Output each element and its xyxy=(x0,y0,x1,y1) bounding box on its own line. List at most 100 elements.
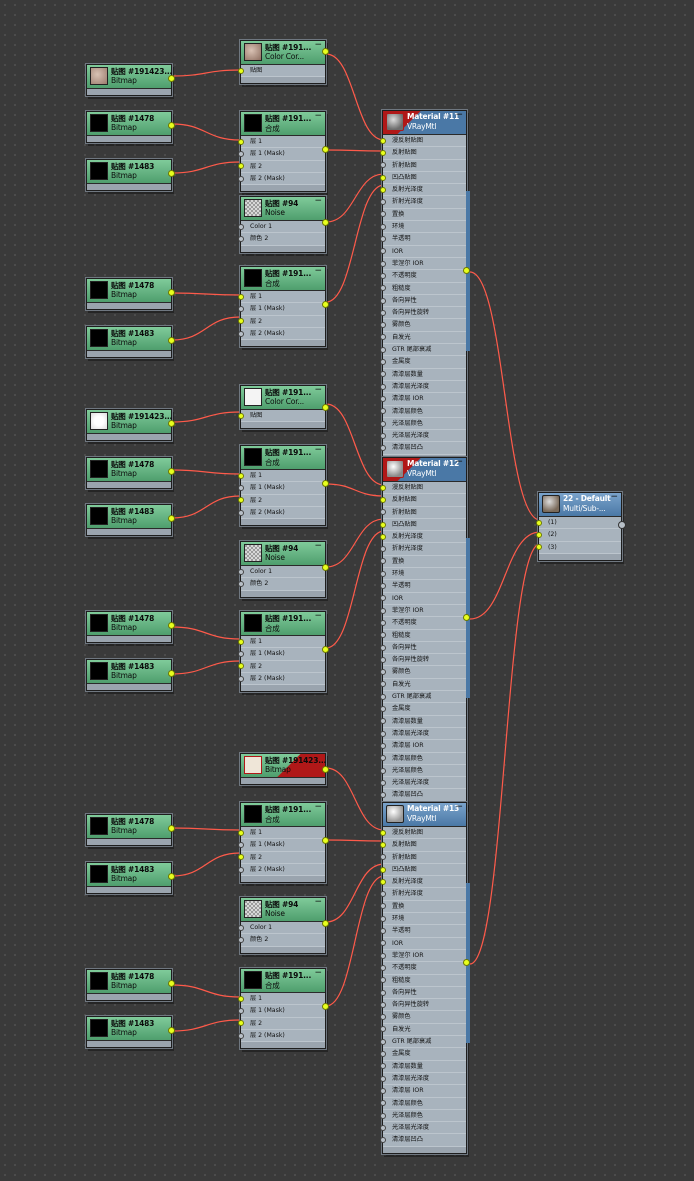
material-slot[interactable]: 粗糙度 xyxy=(380,975,466,987)
bitmap-node[interactable]: 贴图 #191423...Bitmap xyxy=(86,64,175,96)
output-socket[interactable] xyxy=(322,766,329,773)
composite-node[interactable]: 贴图 #191...合成− 层 1 层 1 (Mask) 层 2 层 2 (Ma… xyxy=(238,611,329,693)
input-socket[interactable] xyxy=(380,297,386,304)
output-socket[interactable] xyxy=(168,122,175,129)
material-slot[interactable]: 半透明 xyxy=(380,233,466,246)
input-slot[interactable]: 层 1 xyxy=(238,827,325,840)
material-slot[interactable]: 清漆层凹凸 xyxy=(380,1134,466,1147)
output-socket[interactable] xyxy=(322,920,329,927)
input-socket[interactable] xyxy=(380,199,386,206)
input-socket[interactable] xyxy=(380,186,386,193)
input-socket[interactable] xyxy=(380,1063,386,1070)
input-socket[interactable] xyxy=(238,305,244,312)
material-slot[interactable]: 折射光泽度 xyxy=(380,543,466,556)
minimize-icon[interactable]: − xyxy=(314,611,322,621)
input-socket[interactable] xyxy=(380,718,386,725)
input-socket[interactable] xyxy=(380,558,386,565)
material-slot[interactable]: 清漆层凹凸 xyxy=(380,789,466,802)
input-socket[interactable] xyxy=(380,891,386,898)
output-socket[interactable] xyxy=(322,564,329,571)
material-slot[interactable]: 折射光泽度 xyxy=(380,888,466,901)
input-socket[interactable] xyxy=(380,656,386,663)
material-slot[interactable]: 折射贴图 xyxy=(380,507,466,519)
input-socket[interactable] xyxy=(380,767,386,774)
input-socket[interactable] xyxy=(380,977,386,984)
material-slot[interactable]: 半透明 xyxy=(380,925,466,938)
material-slot[interactable]: 漫反射贴图 xyxy=(380,827,466,840)
material-slot[interactable]: 光泽层光泽度 xyxy=(380,1122,466,1135)
minimize-icon[interactable]: − xyxy=(455,802,463,812)
material-slot[interactable]: 反射贴图 xyxy=(380,147,466,160)
input-socket[interactable] xyxy=(380,309,386,316)
input-slot[interactable]: 层 2 (Mask) xyxy=(238,173,325,186)
input-socket[interactable] xyxy=(380,632,386,639)
input-socket[interactable] xyxy=(380,829,386,836)
input-socket[interactable] xyxy=(380,903,386,910)
input-slot[interactable]: 层 2 xyxy=(238,161,325,173)
material-slot[interactable]: IOR xyxy=(380,246,466,258)
input-socket[interactable] xyxy=(238,638,244,645)
input-socket[interactable] xyxy=(380,509,386,516)
input-socket[interactable] xyxy=(238,995,244,1002)
input-socket[interactable] xyxy=(380,223,386,230)
material-slot[interactable]: 清漆层颜色 xyxy=(380,406,466,418)
input-socket[interactable] xyxy=(380,952,386,959)
output-socket[interactable] xyxy=(322,219,329,226)
material-slot[interactable]: IOR xyxy=(380,938,466,950)
input-socket[interactable] xyxy=(380,669,386,676)
minimize-icon[interactable]: − xyxy=(314,111,322,121)
input-socket[interactable] xyxy=(238,829,244,836)
input-socket[interactable] xyxy=(238,866,244,873)
output-socket[interactable] xyxy=(168,170,175,177)
input-slot[interactable]: Color 1 xyxy=(238,566,325,579)
input-socket[interactable] xyxy=(380,681,386,688)
input-socket[interactable] xyxy=(380,521,386,528)
input-slot[interactable]: 层 2 (Mask) xyxy=(238,1030,325,1043)
output-socket[interactable] xyxy=(168,289,175,296)
input-socket[interactable] xyxy=(380,174,386,181)
composite-node[interactable]: 贴图 #191...合成− 层 1 层 1 (Mask) 层 2 层 2 (Ma… xyxy=(238,445,329,527)
input-socket[interactable] xyxy=(380,149,386,156)
material-slot[interactable]: 反射贴图 xyxy=(380,494,466,507)
input-socket[interactable] xyxy=(380,693,386,700)
input-socket[interactable] xyxy=(380,915,386,922)
input-slot[interactable]: 层 2 xyxy=(238,1018,325,1030)
input-slot[interactable]: 层 1 (Mask) xyxy=(238,648,325,661)
input-socket[interactable] xyxy=(238,150,244,157)
output-socket[interactable] xyxy=(463,959,470,966)
output-socket[interactable] xyxy=(322,48,329,55)
output-socket[interactable] xyxy=(463,267,470,274)
composite-node[interactable]: 贴图 #191...合成− 层 1 层 1 (Mask) 层 2 层 2 (Ma… xyxy=(238,802,329,884)
minimize-icon[interactable]: − xyxy=(314,196,322,206)
material-slot[interactable]: 各向异性旋转 xyxy=(380,654,466,667)
input-socket[interactable] xyxy=(380,408,386,415)
input-slot[interactable]: 层 2 xyxy=(238,661,325,673)
material-slot[interactable]: 粗糙度 xyxy=(380,630,466,642)
input-socket[interactable] xyxy=(380,432,386,439)
material-slot[interactable]: 粗糙度 xyxy=(380,283,466,295)
input-socket[interactable] xyxy=(380,644,386,651)
minimize-icon[interactable]: − xyxy=(455,110,463,120)
material-slot[interactable]: 清漆层 IOR xyxy=(380,1085,466,1098)
input-socket[interactable] xyxy=(380,583,386,590)
material-slot[interactable]: 各向异性 xyxy=(380,295,466,308)
material-slot[interactable]: 各向异性旋转 xyxy=(380,307,466,320)
minimize-icon[interactable]: − xyxy=(314,266,322,276)
input-slot[interactable]: Color 1 xyxy=(238,221,325,234)
input-socket[interactable] xyxy=(380,496,386,503)
material-slot[interactable]: 不透明度 xyxy=(380,617,466,630)
input-socket[interactable] xyxy=(380,1075,386,1082)
material-slot[interactable]: 折射贴图 xyxy=(380,160,466,172)
input-socket[interactable] xyxy=(380,383,386,390)
input-socket[interactable] xyxy=(238,580,244,587)
input-slot[interactable]: 层 1 xyxy=(238,470,325,483)
material-slot[interactable]: 自发光 xyxy=(380,332,466,345)
input-socket[interactable] xyxy=(238,67,244,74)
input-socket[interactable] xyxy=(238,663,244,670)
output-socket[interactable] xyxy=(322,1003,329,1010)
input-slot[interactable]: 层 2 xyxy=(238,495,325,507)
